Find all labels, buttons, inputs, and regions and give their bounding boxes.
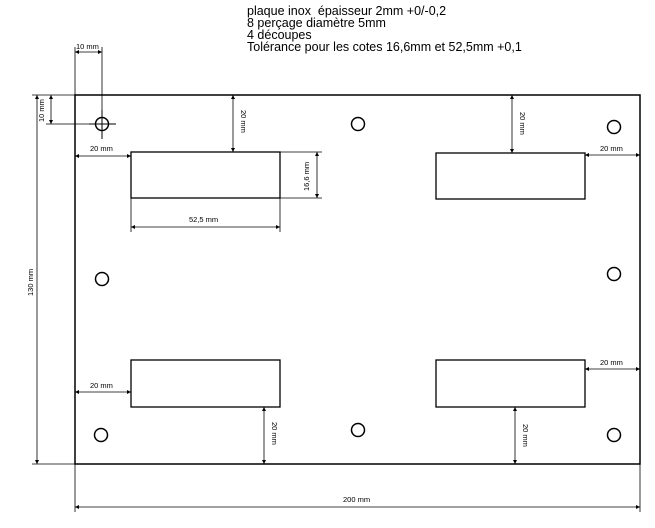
dimension-cutout-height	[280, 151, 322, 199]
dim-label-cutout-height: 16,6 mm	[302, 162, 311, 191]
dim-label-right-margin-bottom: 20 mm	[600, 358, 623, 367]
dim-label-left-margin-bottom: 20 mm	[90, 381, 113, 390]
dimension-cutout-width	[130, 198, 281, 232]
plate-outline	[74, 94, 641, 465]
drawing-notes: plaque inox épaisseur 2mm +0/-0,2 8 perç…	[247, 4, 522, 54]
note-cutouts: 4 découpes	[247, 28, 312, 42]
dim-label-bottom-margin-right: 20 mm	[521, 424, 530, 447]
dimension-plate-width	[74, 464, 641, 512]
hole-centerline	[89, 110, 116, 139]
hole-top-right	[606, 119, 622, 135]
note-holes: 8 perçage diamètre 5mm	[247, 16, 386, 30]
note-material: plaque inox épaisseur 2mm +0/-0,2	[247, 4, 447, 18]
dim-label-hole-offset-h: 10 mm	[76, 42, 99, 51]
note-tolerance: Tolérance pour les cotes 16,6mm et 52,5m…	[247, 40, 522, 54]
dim-label-plate-height: 130 mm	[26, 269, 35, 296]
cutout-top-left	[130, 151, 281, 199]
hole-bottom-left	[93, 427, 109, 443]
hole-middle-right	[606, 266, 622, 282]
dim-label-hole-offset-v: 10 mm	[37, 99, 46, 122]
hole-bottom-middle	[350, 422, 366, 438]
dim-label-right-margin-top: 20 mm	[600, 144, 623, 153]
dim-label-bottom-margin-left: 20 mm	[270, 422, 279, 445]
hole-top-middle	[350, 116, 366, 132]
cutout-bottom-right	[435, 359, 586, 408]
cutout-top-right	[435, 152, 586, 200]
dim-label-plate-width: 200 mm	[343, 495, 370, 504]
dim-label-cutout-width: 52,5 mm	[189, 215, 218, 224]
hole-bottom-right	[606, 427, 622, 443]
cutout-bottom-left	[130, 359, 281, 408]
dimension-plate-height	[32, 95, 75, 465]
dimension-hole-offset-h	[74, 47, 103, 110]
dim-label-left-margin-top: 20 mm	[90, 144, 113, 153]
hole-middle-left	[94, 271, 110, 287]
dim-label-top-margin-left: 20 mm	[239, 110, 248, 133]
dim-label-top-margin-right: 20 mm	[518, 112, 527, 135]
dimension-hole-offset-v	[32, 94, 89, 125]
